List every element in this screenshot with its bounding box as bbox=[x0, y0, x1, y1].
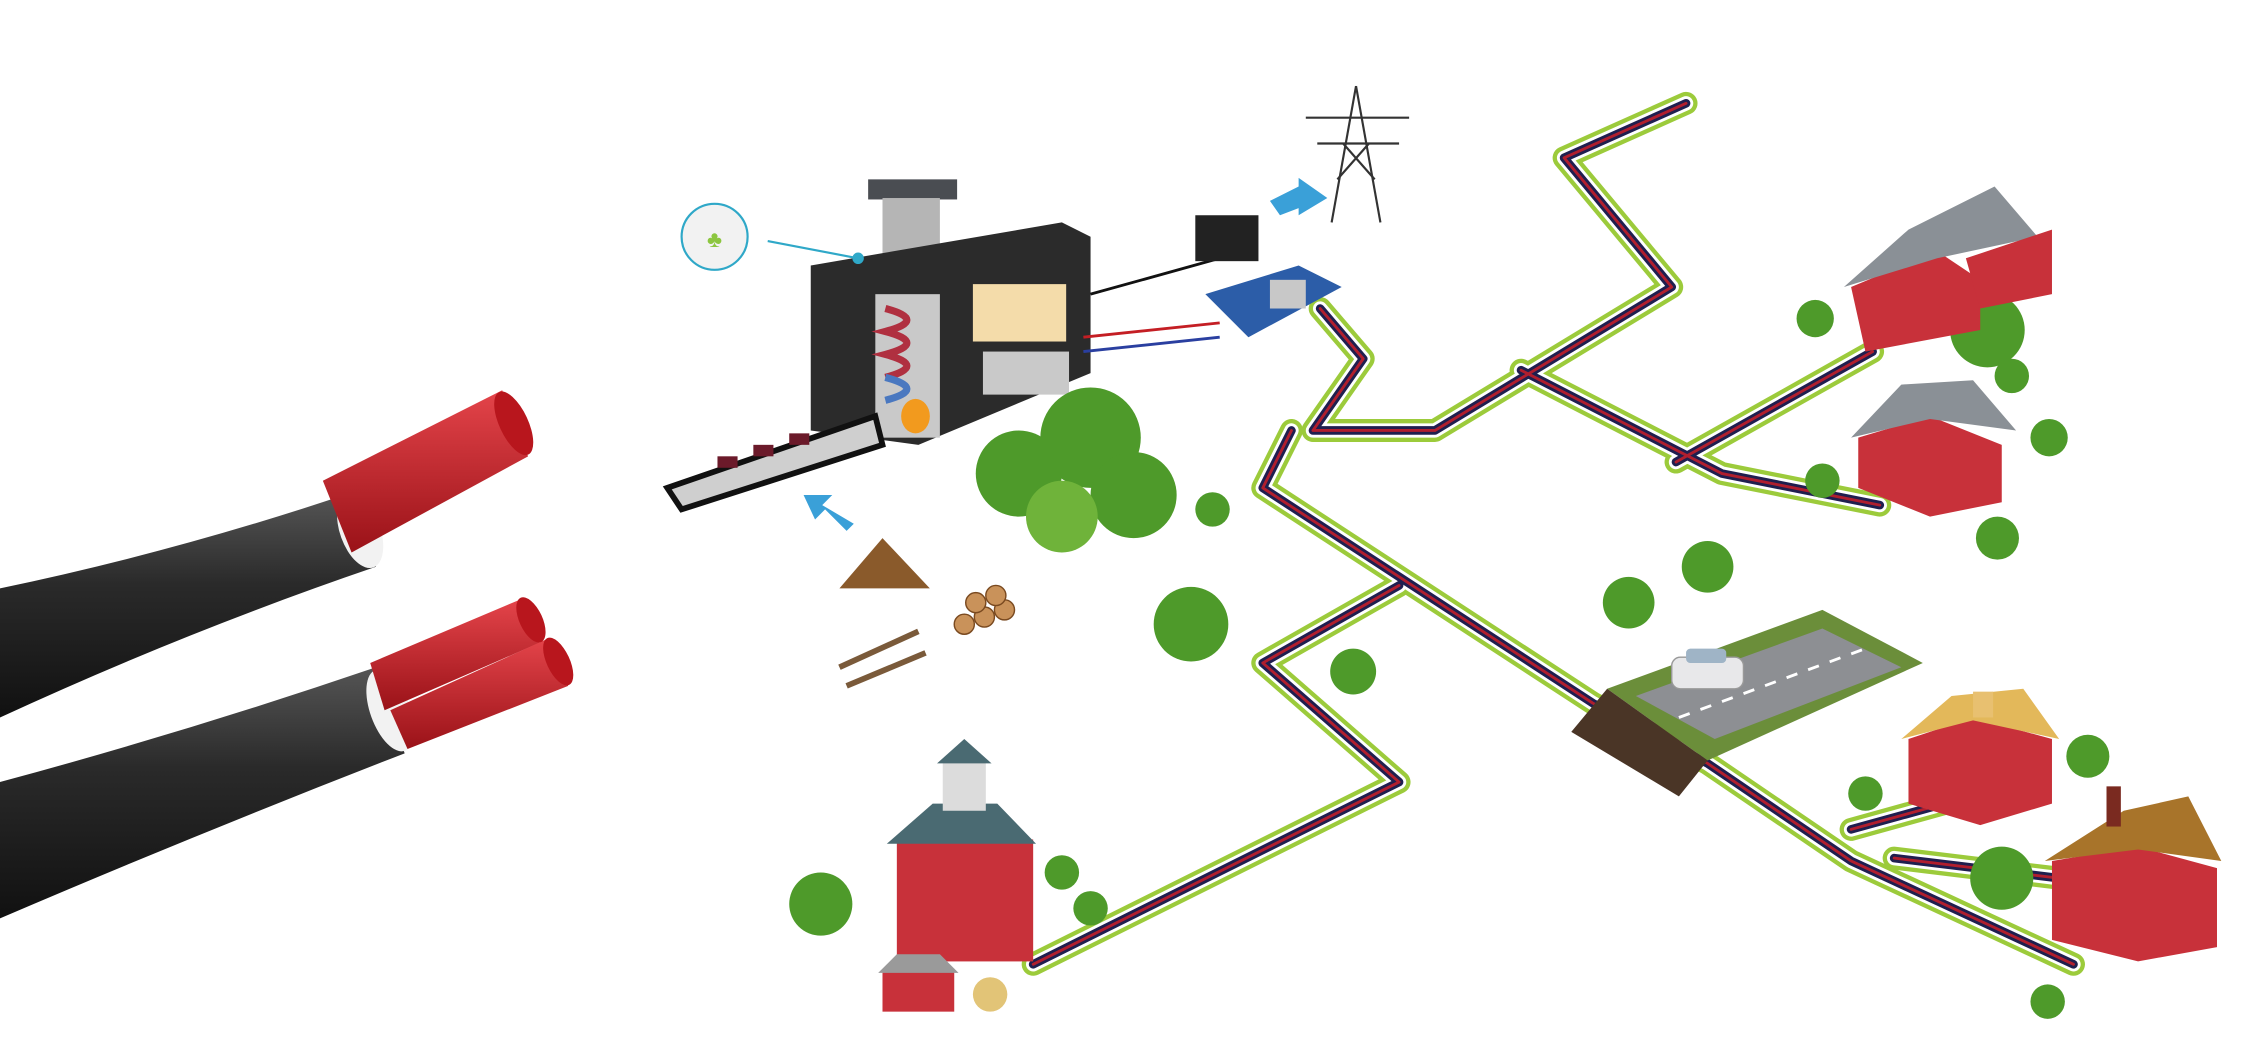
tree-icon bbox=[1970, 846, 2034, 910]
transformer-icon bbox=[1195, 215, 1259, 262]
tree-icon bbox=[1681, 540, 1734, 593]
tree-icon bbox=[1975, 516, 2019, 560]
svg-text:♣: ♣ bbox=[707, 226, 722, 252]
tree-icon bbox=[2030, 984, 2065, 1019]
tree-icon bbox=[975, 387, 1177, 553]
tree-icon bbox=[1994, 358, 2030, 394]
arrow-icon bbox=[1269, 177, 1328, 216]
haystack-icon bbox=[972, 977, 1008, 1012]
town-hall-icon bbox=[878, 739, 1037, 1012]
tree-icon bbox=[2066, 734, 2110, 778]
tree-icon bbox=[789, 872, 853, 936]
branches-icon bbox=[838, 628, 927, 689]
tree-icon bbox=[1602, 576, 1655, 629]
tree-icon bbox=[1805, 463, 1840, 498]
wood-chips-icon bbox=[839, 538, 930, 589]
tree-icon bbox=[1195, 492, 1230, 527]
house-icon bbox=[2044, 786, 2222, 962]
car-icon bbox=[1670, 648, 1745, 690]
tree-icon bbox=[1796, 299, 1834, 338]
house-icon bbox=[1843, 186, 2052, 352]
biomass-plant-icon bbox=[662, 179, 1091, 513]
tree-icon bbox=[1073, 891, 1108, 926]
insulated-pipe-single-icon bbox=[0, 390, 534, 718]
generator-icon bbox=[1205, 265, 1342, 338]
biomass-badge-icon: ♣ bbox=[680, 202, 864, 271]
road-icon bbox=[1571, 609, 1923, 797]
tree-icon bbox=[1330, 648, 1377, 695]
arrow-icon bbox=[803, 495, 854, 531]
trees bbox=[789, 292, 2110, 1019]
house-icon bbox=[1901, 688, 2060, 826]
insulated-pipe-double-icon bbox=[0, 597, 574, 919]
wood-logs-icon bbox=[953, 584, 1016, 635]
tree-icon bbox=[1044, 855, 1080, 890]
tree-icon bbox=[1153, 586, 1229, 662]
house-icon bbox=[1851, 380, 2017, 517]
power-pylon-icon bbox=[1305, 85, 1410, 223]
tree-icon bbox=[1848, 776, 1883, 811]
tree-icon bbox=[2030, 419, 2068, 457]
